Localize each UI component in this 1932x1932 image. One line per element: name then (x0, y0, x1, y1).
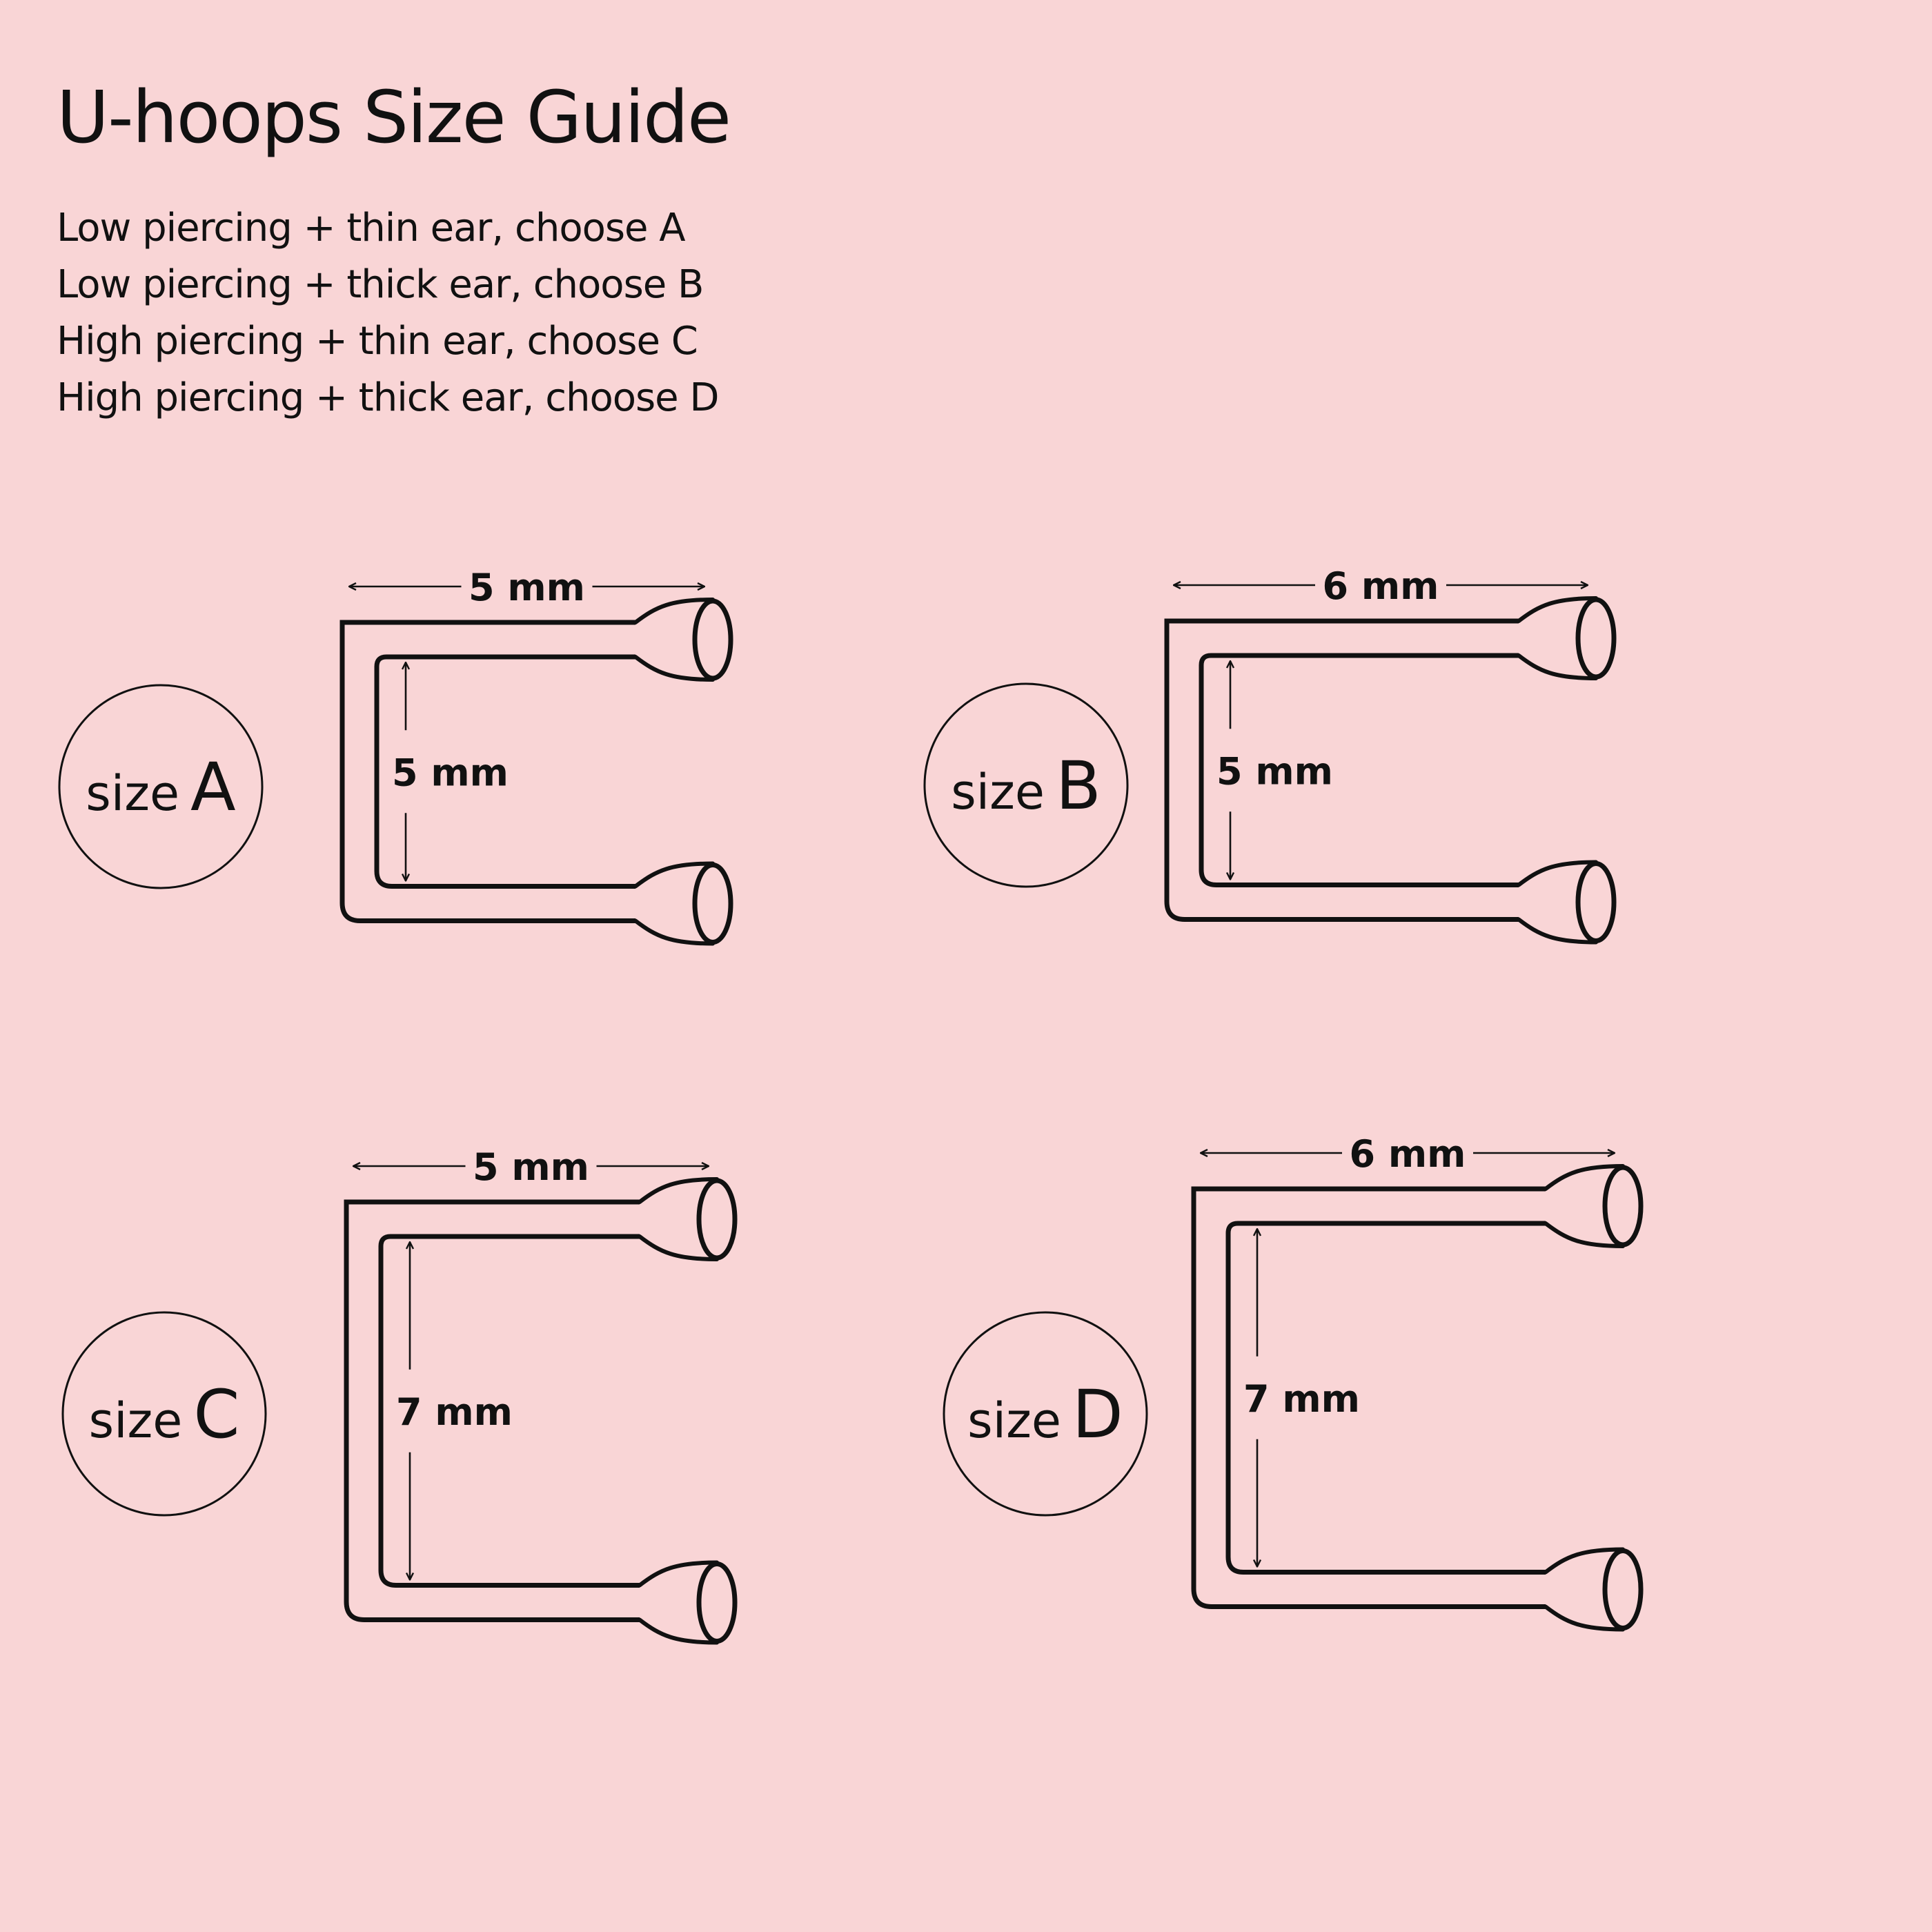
rule-item: High piercing + thick ear, choose D (57, 375, 720, 420)
bottom-ball-end (1602, 1548, 1644, 1630)
width-dimension-label: 5 mm (473, 1145, 589, 1189)
size-letter: D (1072, 1376, 1123, 1453)
hoop-outer-edge (1164, 618, 1519, 922)
size-letter: A (190, 749, 236, 826)
bottom-ball-end (692, 862, 733, 945)
hoop-inner-edge (374, 654, 635, 889)
height-dimension-label: 5 mm (1216, 749, 1333, 793)
size-word: size (951, 764, 1045, 820)
top-tip-flare (1517, 596, 1598, 680)
bottom-tip-flare (1517, 860, 1598, 945)
top-tip-flare (638, 1177, 719, 1261)
width-dimension-label: 5 mm (469, 566, 585, 609)
top-ball-end (696, 1178, 738, 1261)
bottom-ball-end (1575, 861, 1617, 943)
size-badge-circle (61, 1311, 267, 1517)
size-word: size (86, 765, 179, 822)
top-ball-end (692, 598, 733, 681)
rule-item: High piercing + thin ear, choose C (57, 319, 698, 364)
size-word: size (967, 1392, 1061, 1449)
height-dimension-label: 7 mm (1243, 1377, 1360, 1421)
page-title: U-hoops Size Guide (57, 75, 731, 159)
width-dimension-label: 6 mm (1323, 564, 1439, 608)
top-ball-end (1575, 597, 1617, 680)
rule-item: Low piercing + thin ear, choose A (57, 206, 686, 250)
size-letter: B (1056, 747, 1101, 825)
top-ball-end (1602, 1165, 1644, 1248)
rule-item: Low piercing + thick ear, choose B (57, 262, 704, 307)
bottom-ball-end (696, 1561, 738, 1644)
size-badge-circle (943, 1311, 1148, 1517)
size-badge-circle (923, 682, 1129, 888)
hoop-outer-edge (339, 620, 635, 923)
hoop-inner-edge (1225, 1221, 1546, 1575)
top-tip-flare (633, 598, 715, 682)
height-dimension-label: 5 mm (392, 751, 509, 794)
width-dimension-label: 6 mm (1350, 1132, 1466, 1176)
selection-rules: Low piercing + thin ear, choose A Low pi… (57, 200, 720, 426)
size-badge-circle (58, 684, 264, 889)
top-tip-flare (1544, 1164, 1625, 1248)
hoop-outer-edge (1191, 1186, 1546, 1609)
height-dimension-label: 7 mm (396, 1390, 513, 1434)
bottom-tip-flare (638, 1560, 719, 1645)
bottom-tip-flare (633, 861, 715, 946)
hoop-inner-edge (378, 1234, 640, 1588)
bottom-tip-flare (1544, 1547, 1625, 1632)
hoop-outer-edge (344, 1199, 640, 1622)
hoop-inner-edge (1199, 653, 1519, 887)
size-word: size (89, 1392, 183, 1449)
size-letter: C (193, 1376, 239, 1453)
